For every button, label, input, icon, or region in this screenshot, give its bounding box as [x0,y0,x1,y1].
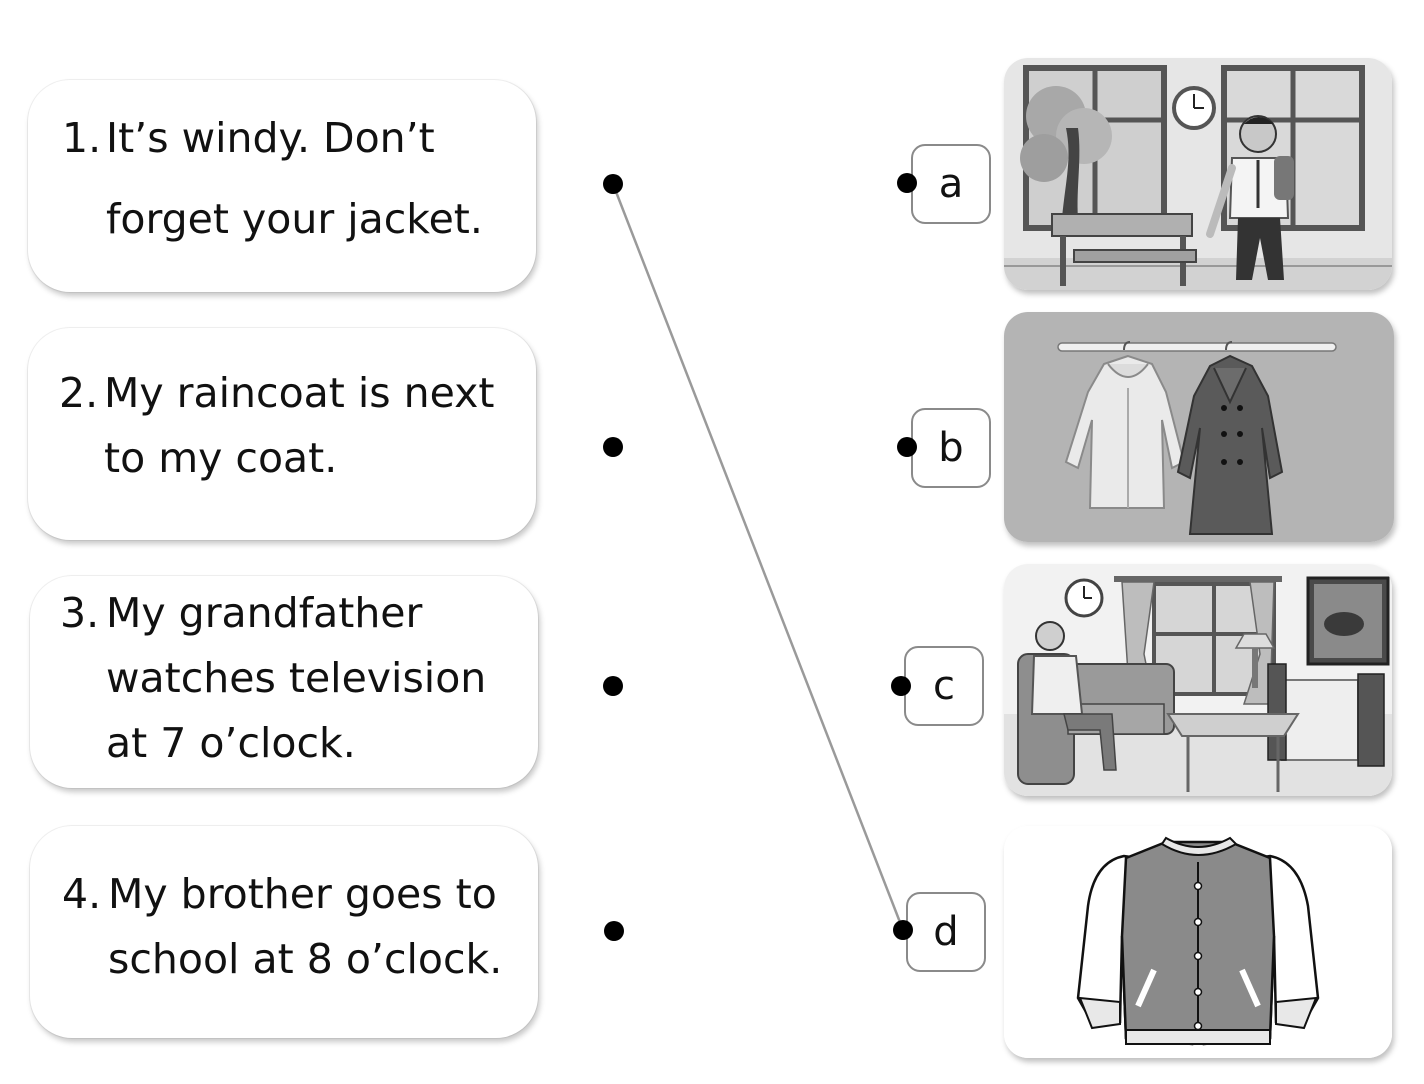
option-a-label: a [911,144,991,224]
sentence-3-dot[interactable] [603,676,623,696]
sentence-text-line: watches television [106,654,487,702]
picture-d-jacket [1004,826,1392,1058]
sentence-number: 3. [60,589,100,637]
sentence-number: 4. [62,870,102,918]
option-b-label: b [911,408,991,488]
sentence-text-line: at 7 o’clock. [106,719,356,767]
sentence-card-3: 3. My grandfather watches television at … [30,576,538,788]
sentence-1-dot[interactable] [603,174,623,194]
sentence-number: 2. [59,369,99,417]
sentence-text-line: It’s windy. Don’t [106,114,435,162]
option-d-dot[interactable] [893,920,913,940]
sentence-text-line: to my coat. [104,434,338,482]
sentence-number: 1. [62,114,102,162]
option-a-dot[interactable] [897,173,917,193]
picture-a-classroom [1004,58,1392,290]
sentence-text-line: My raincoat is next [104,369,495,417]
sentence-text-line: forget your jacket. [106,195,483,243]
sentence-2-dot[interactable] [603,437,623,457]
sentence-card-1: 1. It’s windy. Don’t forget your jacket. [28,80,536,292]
option-d-label: d [906,892,986,972]
option-c-dot[interactable] [891,676,911,696]
sentence-card-2: 2. My raincoat is next to my coat. [28,328,536,540]
sentence-text-line: My grandfather [106,589,423,637]
option-b-dot[interactable] [897,437,917,457]
sentence-card-4: 4. My brother goes to school at 8 o’cloc… [30,826,538,1038]
picture-c-living-room-tv [1004,564,1392,796]
sentence-text-line: My brother goes to [108,870,497,918]
option-c-label: c [904,646,984,726]
picture-b-raincoat-and-coat [1004,312,1394,542]
sentence-text-line: school at 8 o’clock. [108,935,503,983]
sentence-4-dot[interactable] [604,921,624,941]
